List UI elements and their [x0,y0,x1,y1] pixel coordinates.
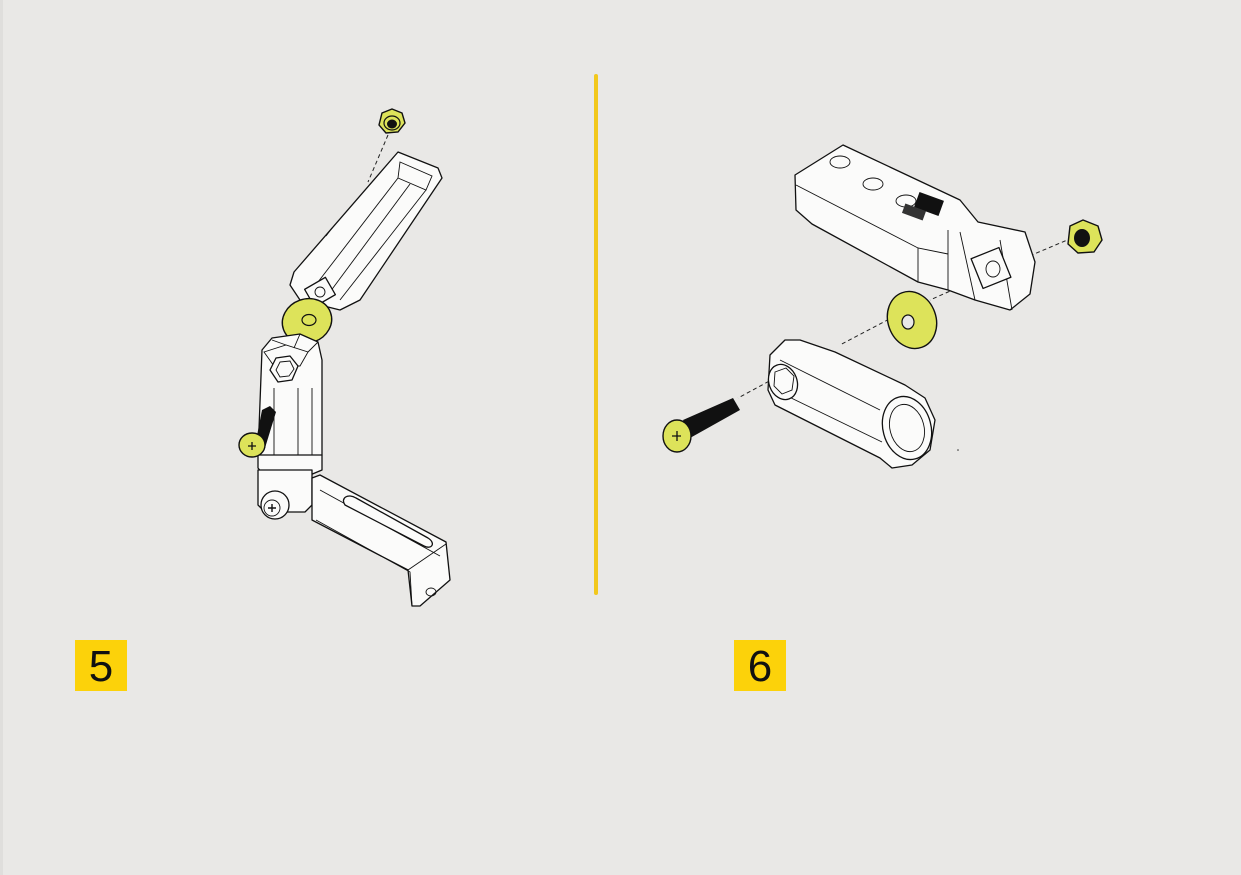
arm-end-block [794,144,1036,311]
hex-nut [1067,219,1103,254]
pivot-joint-body [257,333,323,520]
assembly-guide-line [839,315,896,346]
bottom-bracket-channel [311,474,451,607]
hex-nut [378,108,406,134]
assembly-guide-line [1019,237,1073,261]
screw [662,398,740,453]
assembly-guide-line [367,134,389,183]
step-number: 6 [747,641,773,691]
step-number: 5 [88,641,114,691]
step-number-badge: 6 [734,640,786,691]
step-number-badge: 5 [75,640,127,691]
step-divider [594,74,598,595]
page-edge [0,0,3,875]
stray-mark [957,449,959,451]
screw [238,406,276,458]
washer [886,290,938,350]
hex-sleeve [767,339,936,469]
